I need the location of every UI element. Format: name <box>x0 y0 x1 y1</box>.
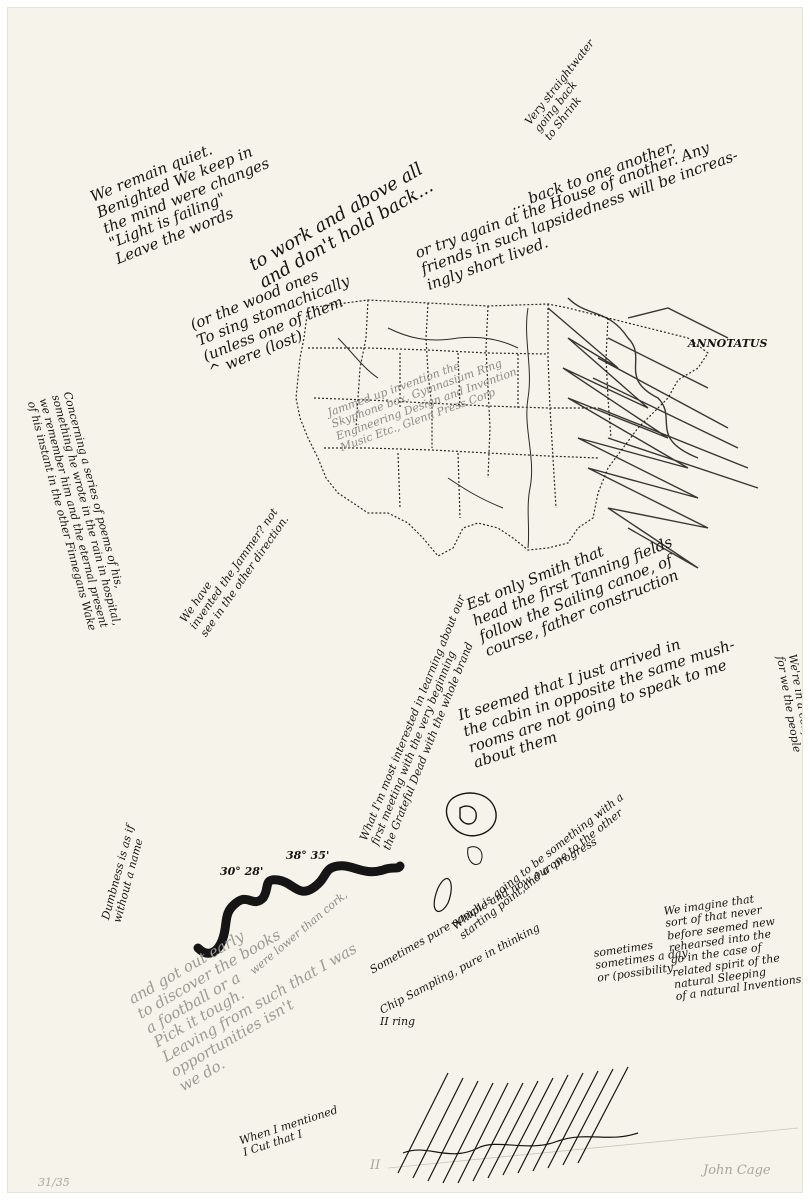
print-sheet: Very straightwater going back to Shrink … <box>8 8 802 1192</box>
edition-number: 31/35 <box>38 1176 70 1189</box>
text-i-ring: II ring <box>380 1015 416 1028</box>
map-rivers <box>337 307 533 549</box>
roman-numeral: II <box>370 1158 381 1173</box>
artwork-drawing <box>193 297 799 1169</box>
artist-signature: John Cage <box>703 1163 771 1178</box>
round-sketch <box>445 792 497 837</box>
thick-ink-river <box>193 861 405 958</box>
lake-shape-2 <box>467 846 483 865</box>
pencil-lines <box>387 1127 799 1169</box>
bottom-scribble-mass <box>397 1066 639 1184</box>
lake-shape <box>433 878 452 913</box>
text-coords-2: 38° 35' <box>286 849 330 862</box>
east-scribble <box>547 297 759 569</box>
text-coords-1: 30° 28' <box>220 865 264 878</box>
text-annotatus: ANNOTATUS <box>688 337 768 350</box>
